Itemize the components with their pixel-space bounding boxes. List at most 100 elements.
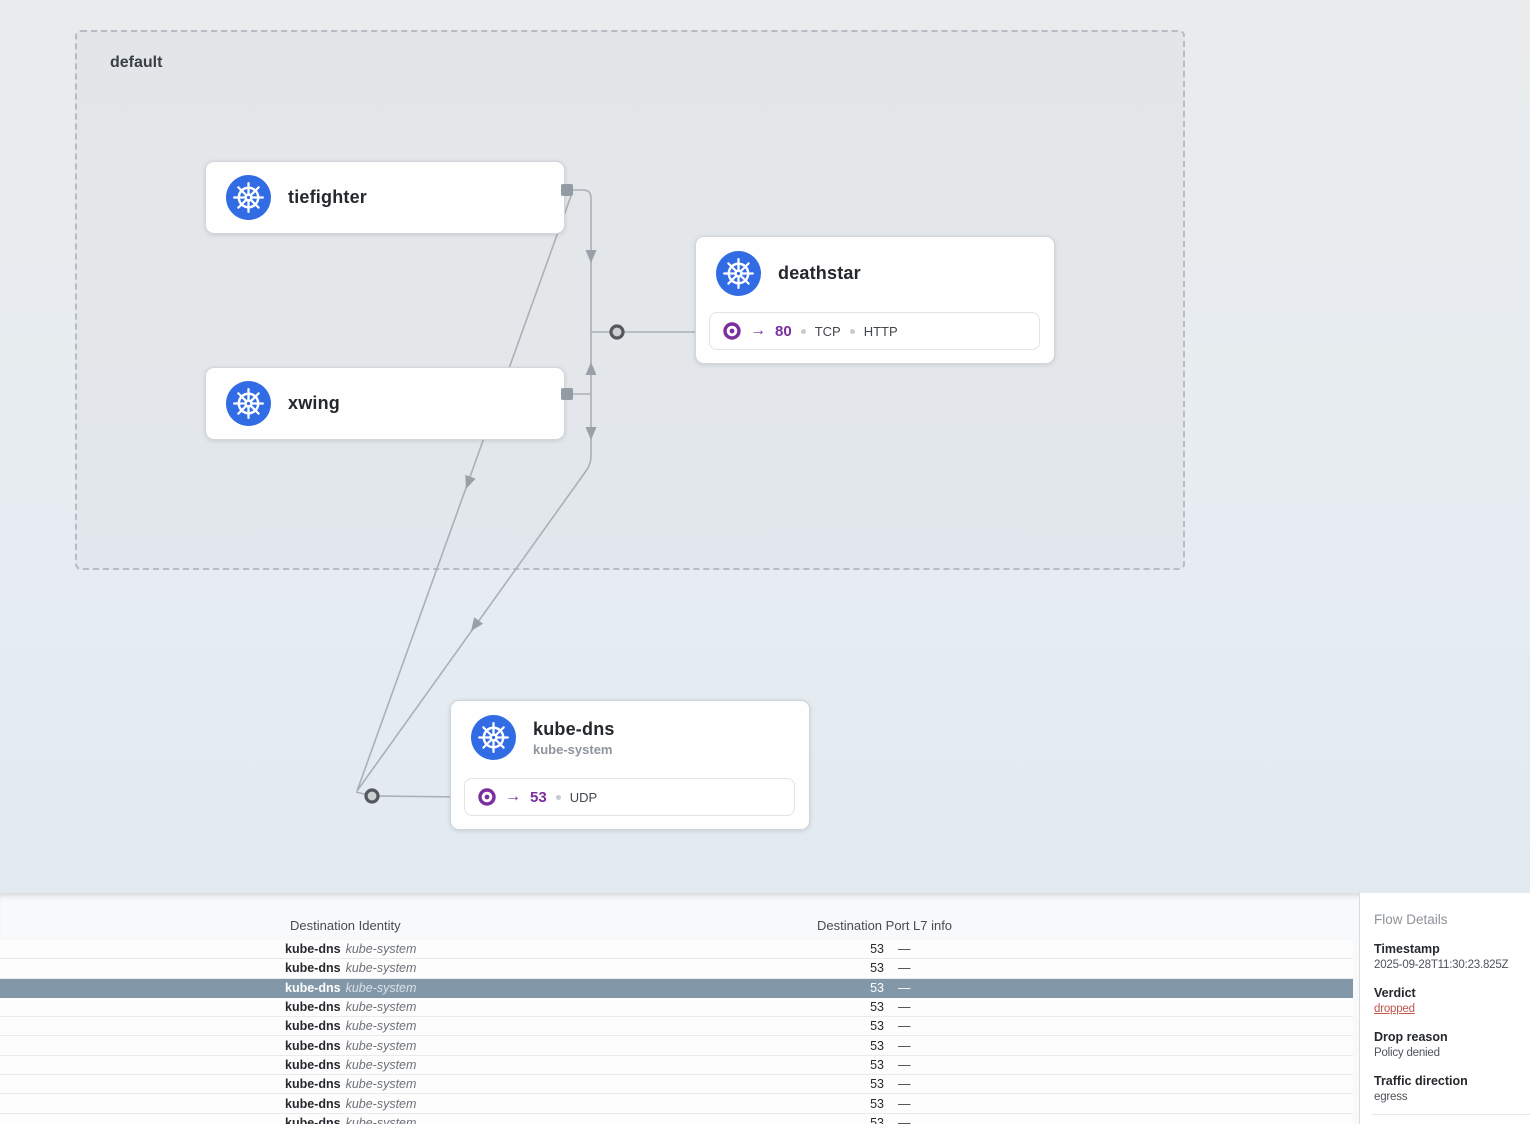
- port-number: 53: [530, 788, 547, 806]
- service-map[interactable]: default: [0, 0, 1530, 893]
- protocol-label: HTTP: [863, 323, 898, 339]
- flow-destination-namespace: kube-system: [345, 942, 417, 957]
- flow-destination-namespace: kube-system: [345, 1000, 417, 1015]
- node-title: xwing: [288, 393, 341, 413]
- flow-l7-info: —: [898, 1077, 911, 1092]
- column-header-destination-port[interactable]: Destination Port: [817, 918, 910, 933]
- port-target-icon: [723, 322, 741, 340]
- service-node-kube-dns[interactable]: kube-dns kube-system → 53 UDP: [450, 700, 810, 830]
- column-header-destination-identity[interactable]: Destination Identity: [290, 918, 401, 933]
- junction-kubedns: [364, 788, 380, 804]
- verdict-label: Verdict: [1374, 986, 1416, 1000]
- node-namespace: kube-system: [533, 741, 613, 757]
- flow-destination-port: 53: [870, 1038, 884, 1053]
- flow-destination-namespace: kube-system: [345, 1115, 417, 1124]
- flow-destination-port: 53: [870, 1000, 884, 1015]
- timestamp-label: Timestamp: [1374, 942, 1440, 956]
- service-node-tiefighter[interactable]: tiefighter: [205, 161, 565, 234]
- flow-details-title: Flow Details: [1374, 912, 1448, 927]
- flow-l7-info: —: [898, 942, 911, 957]
- node-title: deathstar: [778, 263, 861, 283]
- flow-details-panel: Flow Details Timestamp 2025-09-28T11:30:…: [1359, 893, 1530, 1124]
- field-drop-reason: Drop reason Policy denied: [1374, 1030, 1520, 1059]
- field-timestamp: Timestamp 2025-09-28T11:30:23.825Z: [1374, 942, 1520, 971]
- flow-l7-info: —: [898, 1019, 911, 1034]
- arrowhead-diag-xwing: [471, 617, 484, 631]
- column-header-l7-info[interactable]: L7 info: [913, 918, 953, 933]
- traffic-direction-value: egress: [1374, 1091, 1408, 1103]
- kubernetes-logo-icon: [226, 175, 271, 220]
- kubernetes-logo-icon: [716, 251, 761, 296]
- flow-destination-port: 53: [870, 961, 884, 976]
- flow-destination-port: 53: [870, 1057, 884, 1072]
- arrow-icon: →: [750, 322, 766, 339]
- flow-l7-info: —: [898, 1115, 911, 1124]
- access-point-port-53[interactable]: → 53 UDP: [464, 778, 795, 816]
- node-title: tiefighter: [288, 187, 368, 207]
- flow-destination-port: 53: [870, 942, 884, 957]
- kubernetes-logo-icon: [226, 381, 271, 426]
- port-number: 80: [775, 322, 792, 340]
- edge-connector-xwing: [561, 388, 573, 400]
- flow-l7-info: —: [898, 1057, 911, 1072]
- flow-l7-info: —: [898, 1000, 911, 1015]
- dot-separator-icon: [849, 328, 855, 334]
- timestamp-value: 2025-09-28T11:30:23.825Z: [1374, 959, 1509, 971]
- service-node-deathstar[interactable]: deathstar → 80 TCP HTTP: [695, 236, 1055, 364]
- flow-destination-port: 53: [870, 980, 884, 995]
- protocol-label: UDP: [569, 789, 598, 805]
- service-node-xwing[interactable]: xwing: [205, 367, 565, 440]
- dot-separator-icon: [555, 794, 561, 800]
- access-point-port-80[interactable]: → 80 TCP HTTP: [709, 312, 1040, 350]
- port-target-icon: [478, 788, 496, 806]
- flow-destination-namespace: kube-system: [345, 980, 417, 995]
- flow-destination-port: 53: [870, 1096, 884, 1111]
- traffic-direction-label: Traffic direction: [1374, 1074, 1468, 1088]
- flow-destination-port: 53: [870, 1115, 884, 1124]
- flow-destination-namespace: kube-system: [345, 1096, 417, 1111]
- kubernetes-logo-icon: [471, 715, 516, 760]
- drop-reason-label: Drop reason: [1374, 1030, 1448, 1044]
- flow-destination-namespace: kube-system: [345, 1019, 417, 1034]
- flows-table-panel: Destination Identity Destination Port L7…: [0, 893, 1530, 1124]
- arrow-icon: →: [505, 788, 521, 805]
- flow-destination-namespace: kube-system: [345, 961, 417, 976]
- edge-connector-tiefighter: [561, 184, 573, 196]
- namespace-label: default: [110, 54, 163, 71]
- flow-l7-info: —: [898, 961, 911, 976]
- flow-destination-namespace: kube-system: [345, 1077, 417, 1092]
- protocol-label: TCP: [814, 323, 841, 339]
- details-divider: [1372, 1114, 1530, 1115]
- drop-reason-value: Policy denied: [1374, 1047, 1440, 1059]
- flow-destination-port: 53: [870, 1019, 884, 1034]
- field-traffic-direction: Traffic direction egress: [1374, 1074, 1520, 1103]
- verdict-value[interactable]: dropped: [1374, 1003, 1415, 1015]
- node-title: kube-dns: [533, 718, 615, 739]
- flow-destination-port: 53: [870, 1077, 884, 1092]
- flow-l7-info: —: [898, 1096, 911, 1111]
- dot-separator-icon: [800, 328, 806, 334]
- flow-l7-info: —: [898, 1038, 911, 1053]
- field-verdict: Verdict dropped: [1374, 986, 1520, 1015]
- flow-destination-namespace: kube-system: [345, 1038, 417, 1053]
